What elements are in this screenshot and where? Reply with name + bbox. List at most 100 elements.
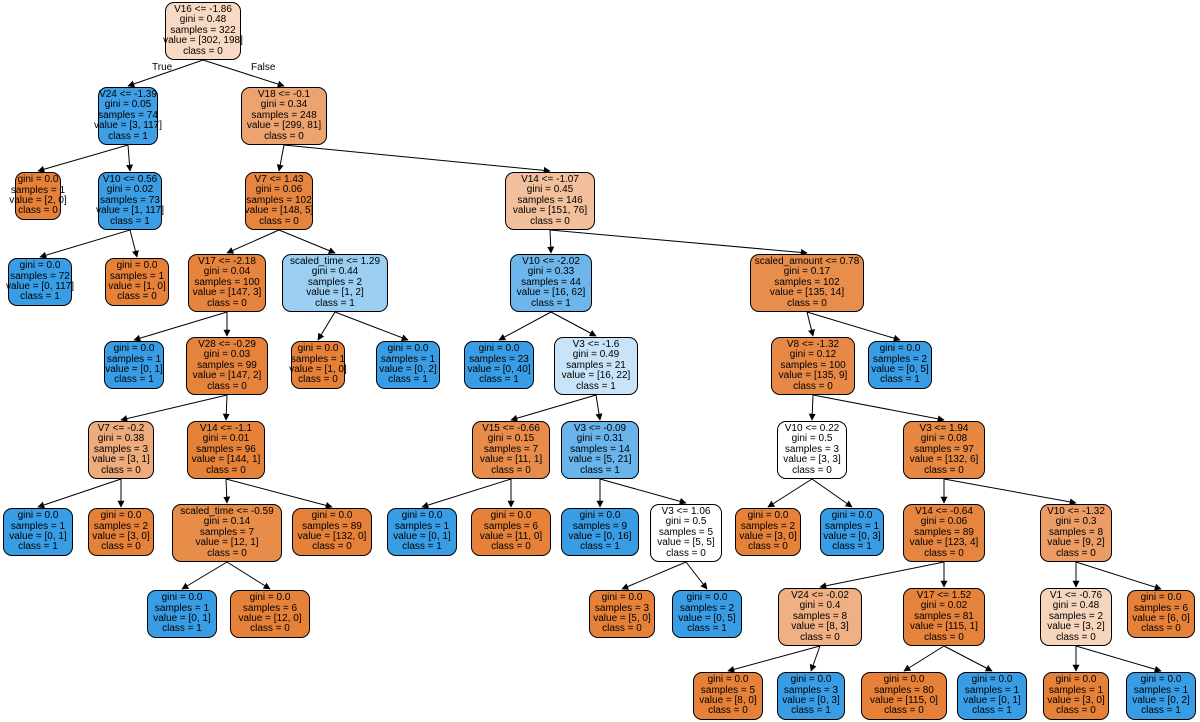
node-text-line: value = [151, 76] (512, 205, 588, 217)
node-text-line: gini = 0.0 (1140, 592, 1182, 604)
tree-edge (819, 561, 945, 590)
node-text-line: value = [3, 2] (1047, 621, 1105, 633)
node-text-line: class = 0 (800, 631, 840, 643)
node-text-line: samples = 3 (783, 684, 839, 696)
node-text-line: samples = 102 (246, 194, 312, 206)
tree-edge (127, 59, 204, 88)
node-text-line: samples = 80 (874, 684, 934, 696)
node-text-line: samples = 97 (914, 443, 974, 455)
node-text-line: class = 0 (1056, 705, 1096, 717)
node-text-line: V7 <= -0.2 (97, 422, 145, 434)
node-text-line: V14 <= -1.1 (199, 422, 253, 434)
node-text-line: samples = 44 (521, 276, 581, 288)
node-text-line: gini = 0.0 (17, 510, 59, 522)
tree-edge (811, 478, 853, 508)
node-text-line: value = [132, 0] (297, 531, 367, 542)
node-text-line: V3 <= 1.06 (661, 505, 711, 517)
tree-edge (1075, 645, 1162, 673)
node-text-line: gini = 0.0 (971, 674, 1013, 686)
node-text-line: class = 0 (207, 547, 247, 559)
node-text-line: value = [1, 117] (96, 205, 164, 217)
node-text-line: class = 1 (531, 297, 571, 309)
node-text-line: value = [0, 1] (105, 364, 163, 375)
node-text-line: value = [0, 3] (782, 695, 840, 706)
node-text-line: samples = 322 (170, 24, 236, 36)
node-text-line: samples = 1 (1133, 684, 1189, 696)
tree-edge (39, 229, 131, 259)
node-text-line: class = 0 (602, 623, 642, 635)
node-text-line: class = 1 (479, 374, 519, 386)
node-text-line: samples = 7 (483, 443, 539, 455)
tree-edge (421, 478, 512, 509)
node-text-line: value = [144, 1] (191, 454, 261, 466)
node-text-line: V14 <= -0.64 (915, 505, 973, 517)
node-text-line: samples = 1 (10, 520, 66, 532)
node-text-line: class = 1 (110, 215, 150, 227)
node-text-line: samples = 248 (251, 109, 317, 121)
node-text-line: class = 1 (580, 541, 620, 553)
node-text-line: V24 <= -0.02 (791, 589, 849, 601)
node-text-line: class = 1 (880, 374, 920, 386)
tree-edge (727, 645, 821, 673)
node-text-line: gini = 0.0 (490, 510, 532, 522)
node-text-line: value = [1, 0] (108, 281, 166, 292)
node-text-line: value = [3, 117] (94, 120, 162, 132)
node-text-line: class = 1 (791, 705, 831, 717)
node-text-line: gini = 0.0 (387, 343, 429, 355)
node-text-line: samples = 1 (1048, 684, 1104, 696)
tree-edge (334, 311, 409, 342)
node-text-line: samples = 5 (700, 684, 756, 696)
node-text-line: value = [9, 2] (1047, 537, 1105, 549)
node-text-line: samples = 1 (10, 184, 66, 196)
tree-edge (943, 478, 1077, 506)
node-text-line: gini = 0.0 (747, 510, 789, 522)
node-text-line: value = [0, 5] (871, 364, 929, 375)
node-text-line: samples = 72 (10, 270, 70, 282)
node-text-line: value = [0, 16] (568, 531, 632, 542)
tree-edge (202, 59, 285, 88)
node-text-line: gini = 0.0 (401, 510, 443, 522)
node-text-line: samples = 3 (594, 602, 650, 614)
node-text-line: gini = 0.0 (297, 343, 339, 355)
tree-edge (37, 478, 122, 509)
node-text-line: class = 0 (924, 464, 964, 476)
node-text-line: V28 <= -0.29 (198, 338, 256, 350)
node-text-line: class = 0 (792, 464, 832, 476)
node-text-line: samples = 2 (872, 353, 928, 365)
node-text-line: class = 0 (708, 705, 748, 717)
node-text-line: gini = 0.0 (1055, 674, 1097, 686)
node-text-line: class = 0 (793, 380, 833, 392)
node-text-line: value = [3, 3] (783, 454, 841, 466)
node-text-line: gini = 0.0 (478, 343, 520, 355)
tree-edge (903, 645, 945, 672)
node-text-line: V14 <= -1.07 (521, 173, 579, 185)
node-text-line: samples = 1 (154, 602, 210, 614)
node-text-line: class = 1 (388, 374, 428, 386)
node-text-line: class = 0 (1056, 547, 1096, 559)
node-text-line: class = 0 (748, 541, 788, 553)
node-text-line: value = [0, 1] (9, 531, 67, 542)
node-text-line: value = [3, 0] (92, 531, 150, 542)
node-text-line: class = 0 (250, 623, 290, 635)
node-text-line: samples = 2 (679, 602, 735, 614)
node-text-line: samples = 1 (380, 353, 436, 365)
node-text-line: class = 0 (1056, 631, 1096, 643)
node-text-line: V17 <= -2.18 (198, 255, 256, 267)
node-text-line: gini = 0.04 (203, 266, 251, 278)
node-text-line: gini = 0.0 (100, 510, 142, 522)
node-text-line: class = 0 (207, 297, 247, 309)
node-text-line: class = 0 (924, 631, 964, 643)
